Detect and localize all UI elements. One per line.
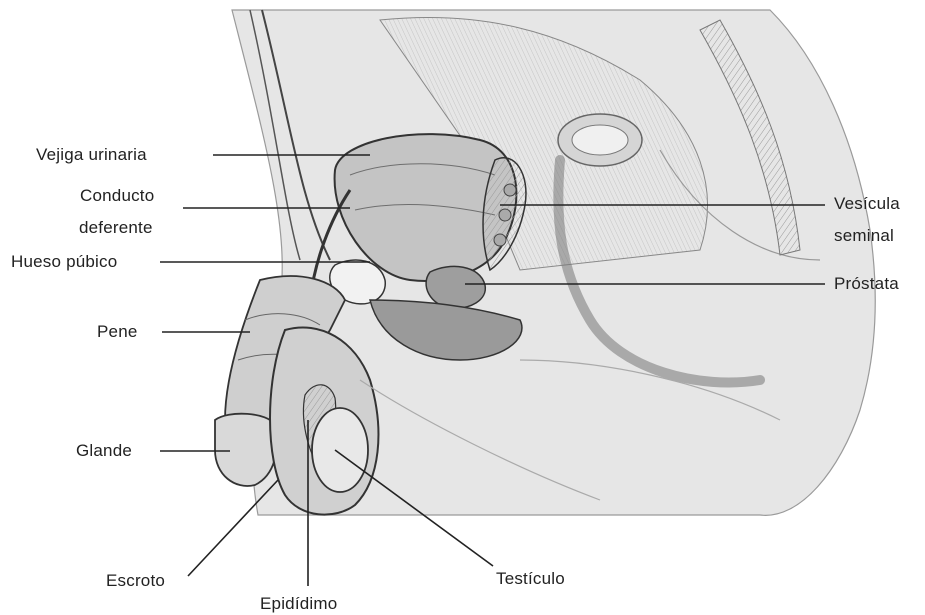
label-pene: Pene — [97, 321, 138, 342]
label-vesicula: Vesícula — [834, 193, 900, 214]
label-escroto: Escroto — [106, 570, 165, 591]
label-vejiga-urinaria: Vejiga urinaria — [36, 144, 147, 165]
label-testiculo: Testículo — [496, 568, 565, 589]
label-epididimo: Epidídimo — [260, 593, 337, 614]
prostate-shape — [426, 266, 485, 308]
label-seminal: seminal — [834, 225, 894, 246]
label-glande: Glande — [76, 440, 132, 461]
testicle-shape — [312, 408, 368, 492]
glans-shape — [215, 414, 277, 486]
label-hueso-pubico: Hueso púbico — [11, 251, 117, 272]
label-deferente: deferente — [79, 217, 153, 238]
leader-escroto — [188, 480, 278, 576]
label-conducto: Conducto — [80, 185, 154, 206]
label-prostata: Próstata — [834, 273, 899, 294]
